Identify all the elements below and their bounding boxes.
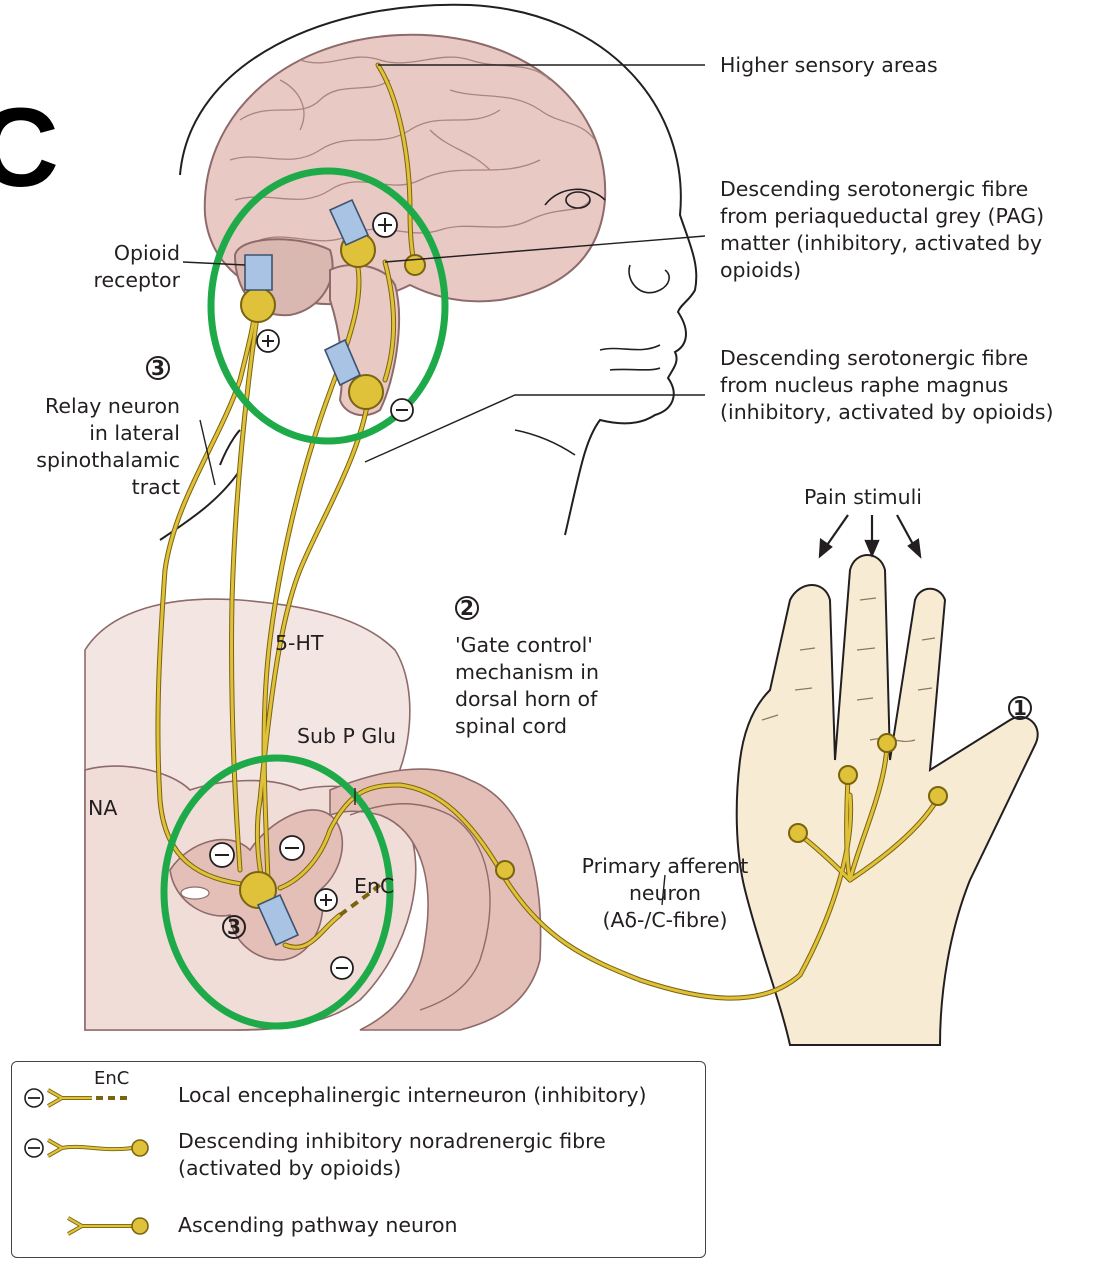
marker-two: 2 bbox=[455, 596, 479, 620]
label-higher-sensory: Higher sensory areas bbox=[720, 52, 938, 79]
legend: EnC Local encephalinergic interneuron (i… bbox=[11, 1061, 706, 1258]
legend-text-enc: Local encephalinergic interneuron (inhib… bbox=[178, 1082, 647, 1109]
marker-three: 3 bbox=[146, 356, 170, 380]
hand bbox=[737, 555, 1038, 1045]
legend-item-enc: EnC Local encephalinergic interneuron (i… bbox=[12, 1070, 702, 1130]
legend-enc-symbol-label: EnC bbox=[94, 1068, 129, 1089]
ascending-symbol-icon bbox=[22, 1208, 172, 1248]
legend-item-ascending: Ascending pathway neuron bbox=[12, 1204, 702, 1264]
label-enc: EnC bbox=[354, 873, 394, 900]
label-relay-neuron: Relay neuron in lateral spinothalamic tr… bbox=[10, 393, 180, 501]
label-na: NA bbox=[88, 795, 117, 822]
label-opioid-receptor: Opioid receptor bbox=[60, 240, 180, 294]
marker-three-cord: 3 bbox=[222, 915, 246, 939]
legend-item-noradrenergic: Descending inhibitory noradrenergic fibr… bbox=[12, 1128, 702, 1188]
label-5ht: 5-HT bbox=[275, 630, 323, 657]
label-primary-afferent: Primary afferent neuron (Aδ-/C-fibre) bbox=[560, 853, 770, 934]
label-pag: Descending serotonergic fibre from peria… bbox=[720, 176, 1044, 284]
central-canal bbox=[181, 887, 209, 899]
panel-letter: C bbox=[0, 92, 59, 204]
label-gate-control: 'Gate control' mechanism in dorsal horn … bbox=[455, 632, 599, 740]
legend-text-noradrenergic: Descending inhibitory noradrenergic fibr… bbox=[178, 1128, 606, 1182]
label-nrm: Descending serotonergic fibre from nucle… bbox=[720, 345, 1054, 426]
legend-text-ascending: Ascending pathway neuron bbox=[178, 1212, 458, 1239]
noradrenergic-symbol-icon bbox=[22, 1130, 172, 1170]
label-sub-p-glu: Sub P Glu bbox=[297, 723, 396, 750]
marker-one: 1 bbox=[1008, 696, 1032, 720]
label-pain-stimuli: Pain stimuli bbox=[804, 484, 922, 511]
pain-arrows bbox=[820, 515, 920, 556]
